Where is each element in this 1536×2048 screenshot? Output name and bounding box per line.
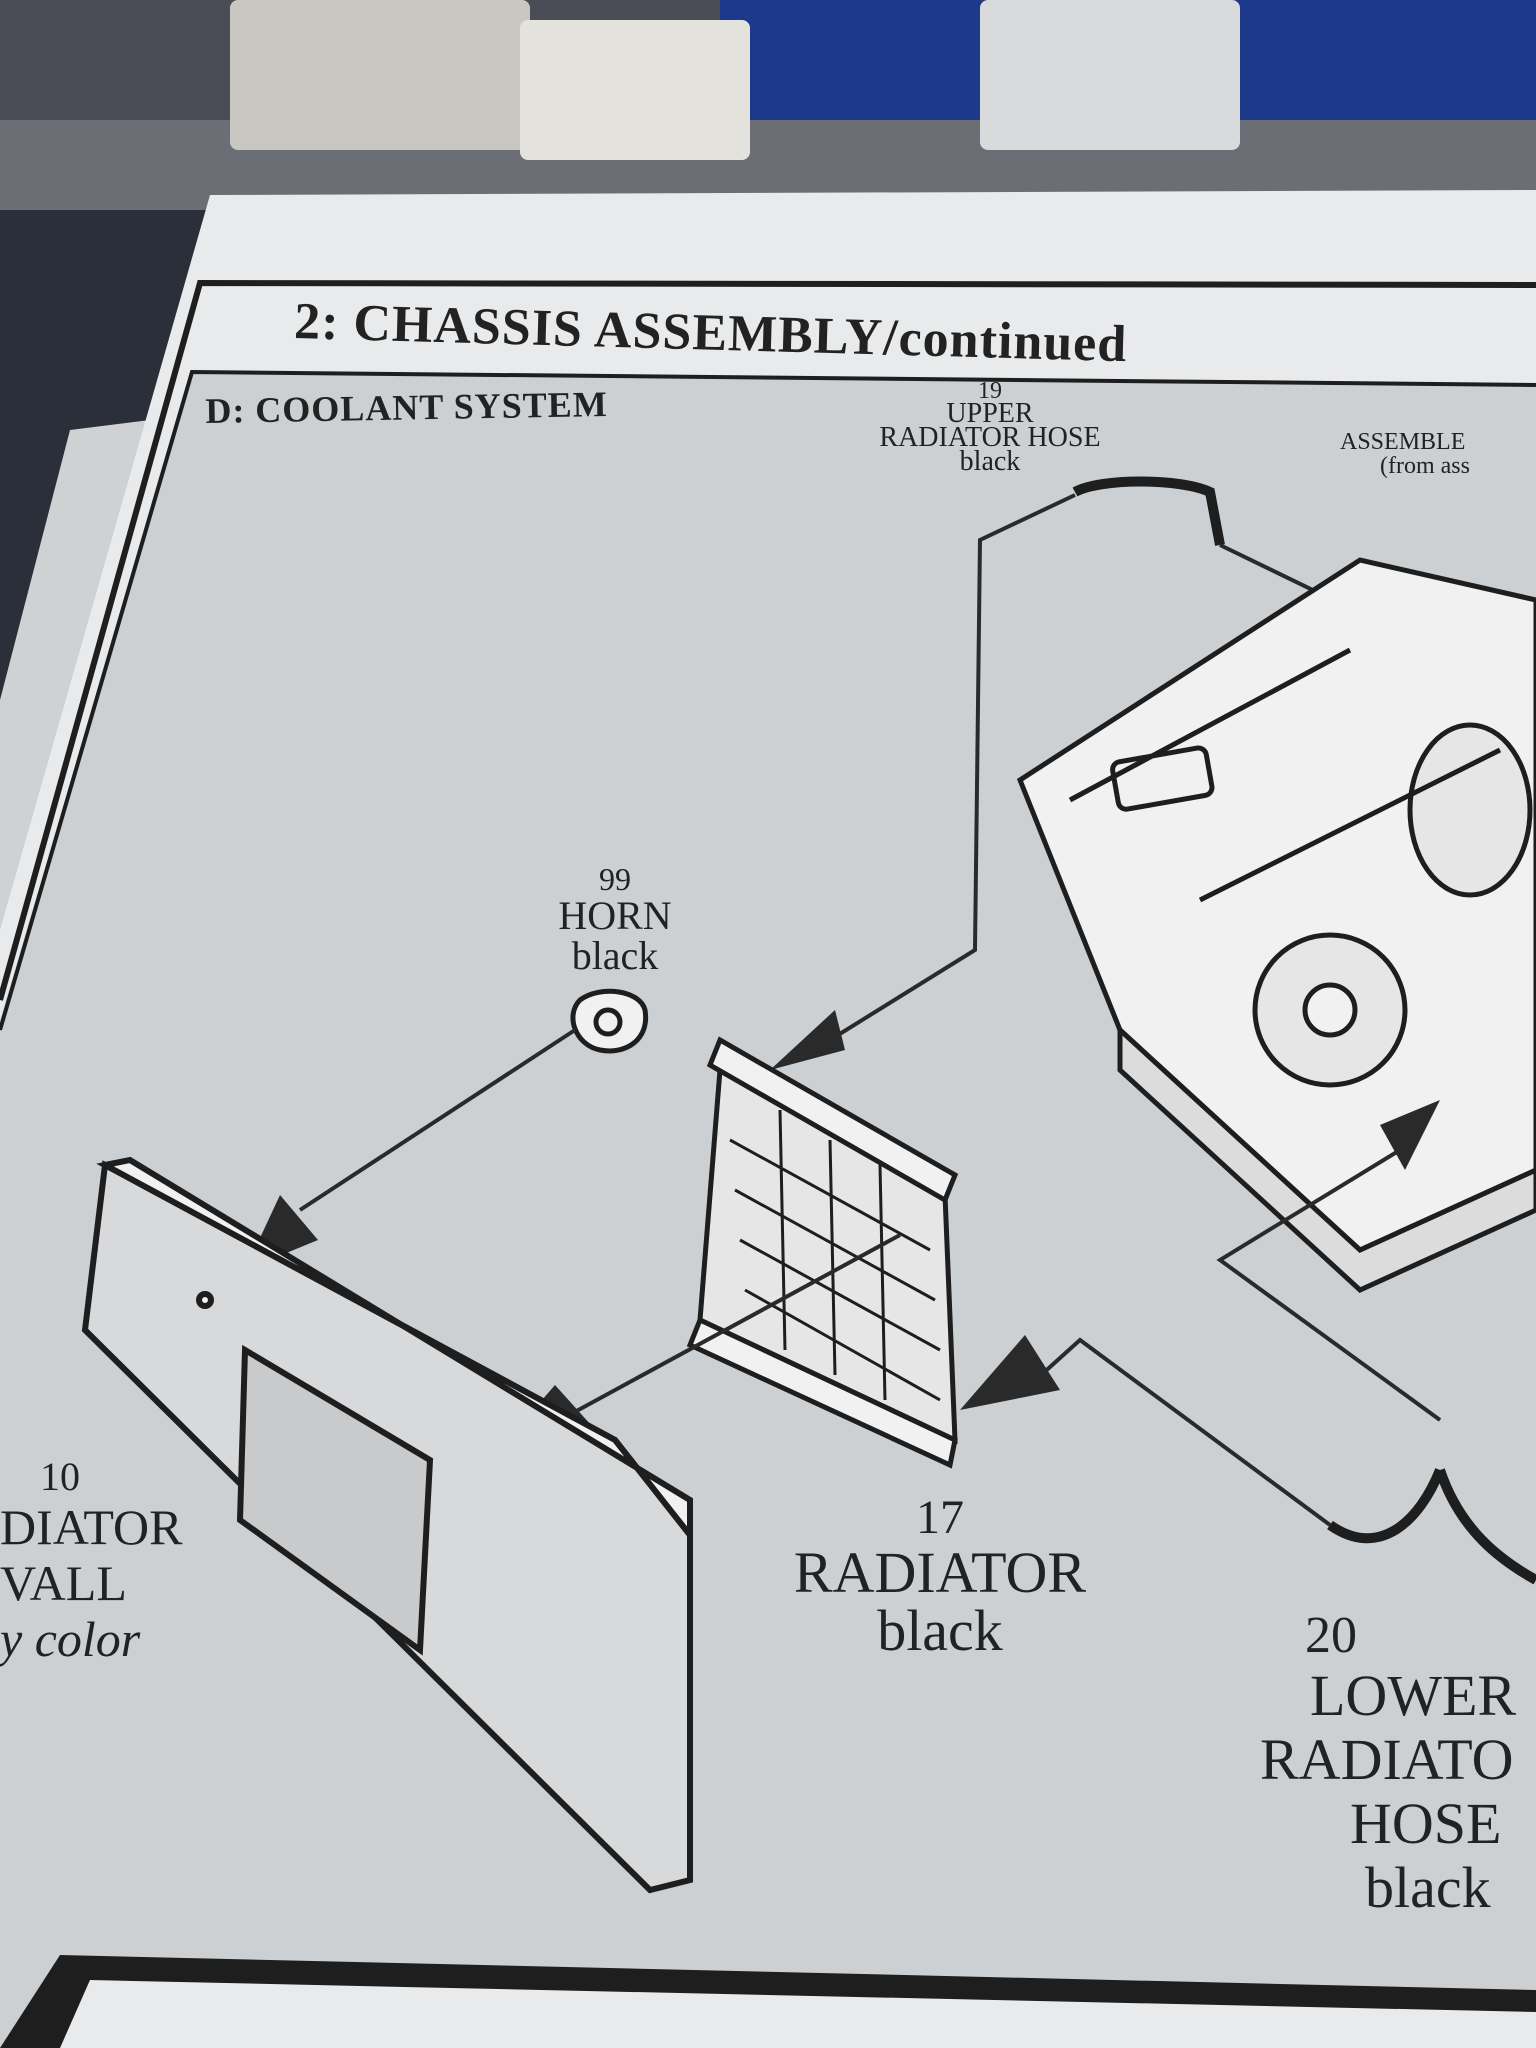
callout-label: VALL: [0, 1555, 127, 1611]
callout-radiator-wall: 10 DIATOR VALL y color: [0, 1454, 190, 1668]
callout-label: ASSEMBLE: [1340, 430, 1466, 455]
callout-number: 20: [1305, 1608, 1357, 1664]
callout-lower-hose: 20 LOWER RADIATO HOSE black: [1260, 1608, 1536, 1920]
callout-label: HORN: [558, 893, 672, 938]
callout-label: RADIATOR: [793, 1540, 1087, 1605]
callout-assemble: ASSEMBLE (from ass: [1340, 430, 1536, 478]
callout-upper-hose: 19 UPPER RADIATOR HOSE black: [805, 378, 1175, 477]
callout-number: 99: [599, 861, 631, 897]
engine-assembly: [1016, 557, 1536, 1293]
callout-color: y color: [0, 1611, 141, 1667]
radiator-part: [686, 1036, 959, 1469]
callout-number: 19: [978, 378, 1002, 404]
callout-number: 10: [40, 1454, 80, 1499]
callout-color: black: [1365, 1855, 1491, 1920]
callout-label: DIATOR: [0, 1499, 183, 1555]
callout-number: 17: [916, 1491, 964, 1544]
callout-color: black: [877, 1598, 1003, 1663]
callout-radiator: 17 RADIATOR black: [760, 1492, 1120, 1660]
background-bottle: [980, 0, 1240, 150]
callout-label: LOWER: [1310, 1663, 1517, 1728]
callout-horn: 99 HORN black: [520, 862, 710, 976]
lower-hose-engine-line: [1216, 1148, 1442, 1422]
frame-line-inner: [0, 369, 1536, 1031]
upper-hose-arrowhead: [770, 1010, 845, 1070]
callout-color: black: [959, 446, 1021, 477]
callout-label: UPPER: [946, 398, 1034, 429]
callout-label: RADIATOR HOSE: [879, 422, 1101, 453]
radiator-to-wall-line: [559, 1233, 901, 1422]
callout-label: HOSE: [1350, 1791, 1502, 1856]
upper-hose-arrow-line: [828, 493, 1076, 1042]
bottom-band-inner: [60, 1980, 1536, 2048]
background-brushes: [520, 20, 750, 160]
lower-hose-part: [1327, 1468, 1536, 1585]
horn-part: [570, 988, 649, 1054]
radiator-wall-part: [81, 1156, 693, 1894]
callout-label: (from ass: [1380, 453, 1470, 478]
callout-color: black: [571, 933, 659, 978]
upper-hose-part: [1072, 476, 1225, 546]
lower-hose-arrowhead: [960, 1335, 1060, 1410]
callout-label: RADIATO: [1260, 1727, 1514, 1792]
horn-arrow-line: [298, 1028, 577, 1212]
section-title: D: COOLANT SYSTEM: [205, 383, 609, 431]
frame-line: [0, 279, 1536, 1001]
lower-hose-engine-arrowhead: [1380, 1100, 1440, 1170]
background-cup: [230, 0, 530, 150]
